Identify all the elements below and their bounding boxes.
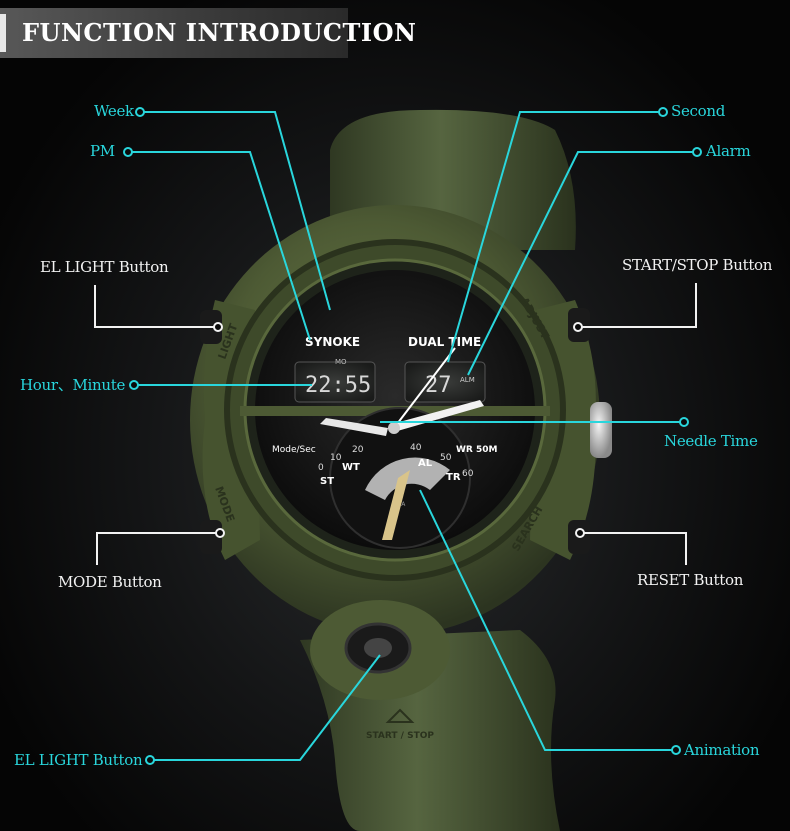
callout-dot: [671, 745, 681, 755]
callout-dot: [215, 528, 225, 538]
scale-label: 50: [440, 453, 452, 463]
callout-line-week: [140, 111, 331, 311]
wt-text: WT: [342, 462, 360, 473]
callout-dot: [575, 528, 585, 538]
crown: [590, 402, 612, 458]
callout-dot: [679, 417, 689, 427]
scale-label: 60: [462, 469, 474, 479]
callout-dot: [213, 322, 223, 332]
header-bar: [0, 8, 348, 58]
callout-line-animation: [419, 489, 676, 751]
label-week: Week: [94, 102, 134, 120]
label-second: Second: [671, 102, 726, 120]
callout-line-alarm: [467, 151, 697, 376]
brand-text: SYNOKE: [305, 335, 360, 349]
callout-line-reset: [580, 532, 687, 565]
st-text: ST: [320, 476, 334, 487]
callout-dot: [573, 322, 583, 332]
callout-dot: [123, 147, 133, 157]
callout-dots-white: [213, 322, 585, 538]
start-stop-triangle: [385, 708, 415, 723]
hand-pivot: [388, 422, 400, 434]
callout-dots: [123, 107, 702, 765]
minute-hand: [392, 400, 484, 432]
callout-lines: [128, 111, 697, 761]
ta-text: TA: [397, 501, 406, 508]
dual-time-text: DUAL TIME: [408, 335, 481, 349]
scale-label: 20: [352, 445, 364, 455]
callout-dot: [145, 755, 155, 765]
lcd-digits-main: 22:55: [305, 373, 371, 398]
label-start-stop-button: START/STOP Button: [622, 256, 773, 274]
callout-line-el-light-left: [94, 285, 218, 328]
label-animation: Animation: [684, 741, 760, 759]
lcd-window-left: [294, 361, 376, 403]
bottom-button-center: [364, 638, 392, 658]
callout-dot: [658, 107, 668, 117]
callout-line-start-stop: [578, 283, 697, 328]
callout-line-second: [447, 111, 663, 363]
label-el-light-bottom: EL LIGHT Button: [14, 751, 143, 769]
callout-dot: [692, 147, 702, 157]
callout-line-mode: [96, 532, 220, 565]
label-pm: PM: [90, 142, 115, 160]
label-el-light-left: EL LIGHT Button: [40, 258, 169, 276]
label-reset-button: RESET Button: [637, 571, 744, 589]
mode-sec-text: Mode/Sec: [272, 445, 316, 455]
scale-label: 40: [410, 443, 422, 453]
tr-text: TR: [446, 472, 461, 483]
callout-line-pm: [128, 151, 311, 341]
callout-dot: [135, 107, 145, 117]
label-needle-time: Needle Time: [664, 432, 758, 450]
second-hand: [393, 347, 456, 429]
label-mode-button: MODE Button: [58, 573, 162, 591]
header-accent: [0, 14, 6, 52]
sub-dial-hand: [382, 470, 410, 540]
lcd-mo-label: MO: [335, 358, 347, 366]
label-alarm: Alarm: [706, 142, 751, 160]
lcd-alm-label: ALM: [460, 376, 475, 384]
hour-hand: [320, 418, 388, 436]
label-hour-minute: Hour、Minute: [20, 376, 126, 394]
mode-side-button: [200, 520, 222, 554]
lcd-digits-small: 27: [425, 373, 452, 398]
page-title: FUNCTION INTRODUCTION: [22, 18, 417, 47]
callout-lines-white: [94, 283, 697, 565]
callout-dot: [129, 380, 139, 390]
wr-text: WR 50M: [456, 445, 498, 455]
al-text: AL: [418, 458, 433, 469]
scale-label: 0: [318, 463, 324, 473]
scale-label: 10: [330, 453, 342, 463]
start-stop-strap-text: START / STOP: [366, 731, 434, 741]
callout-line-el-light-bottom: [150, 654, 381, 761]
